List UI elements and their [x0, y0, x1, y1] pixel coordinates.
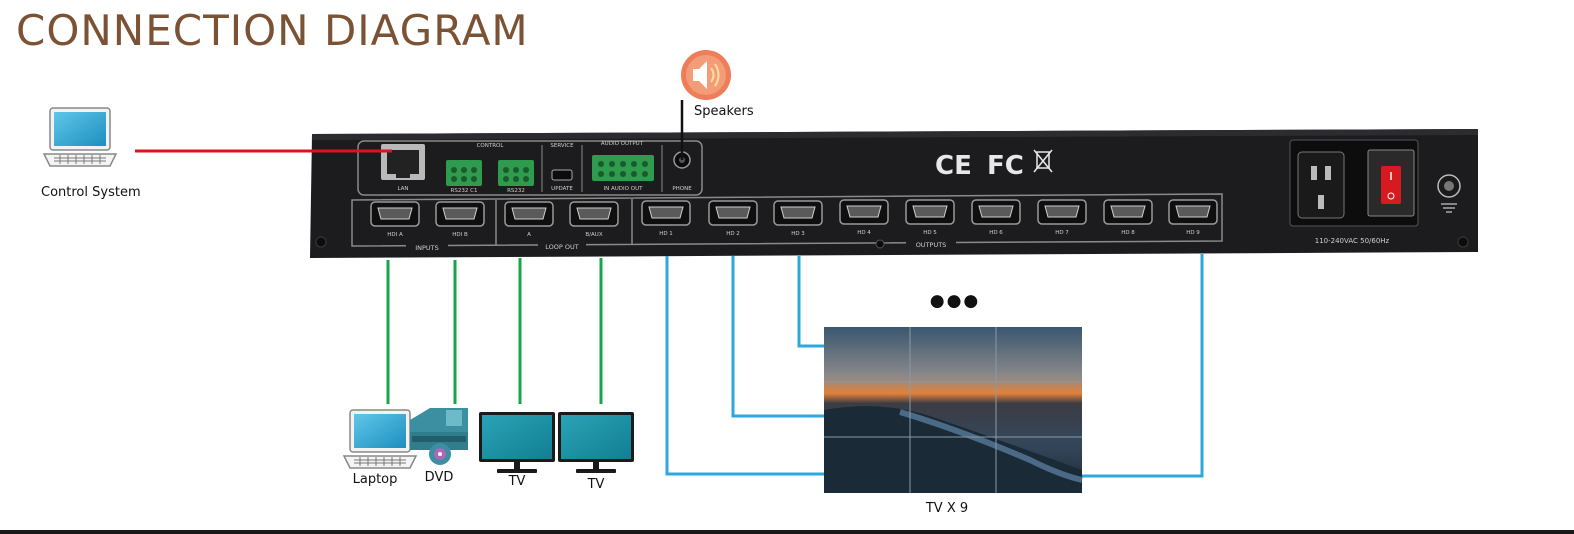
- matrix-switcher: LAN RS232 C1 RS232 UPDATE IN AUDIO OUT P…: [310, 129, 1478, 258]
- control-caption: CONTROL: [477, 143, 505, 149]
- hdmi-port-outputs-1[interactable]: [641, 200, 691, 226]
- control-panel-frame: [357, 140, 703, 196]
- hdmi-port-outputs-8[interactable]: [1103, 199, 1153, 225]
- speakers-label: Speakers: [694, 104, 754, 119]
- power-rating-label: 110-240VAC 50/60Hz: [1315, 237, 1390, 245]
- hdmi-port-outputs-7[interactable]: [1037, 199, 1087, 225]
- bottom-divider: [0, 530, 1574, 534]
- output-cables: [665, 254, 1204, 478]
- hdmi-port-outputs-3[interactable]: [773, 200, 823, 226]
- phone-caption: PHONE: [672, 186, 692, 192]
- power-switch[interactable]: [1367, 149, 1415, 217]
- rs232c1-caption: RS232 C1: [451, 188, 478, 194]
- control-system-label: Control System: [41, 185, 141, 200]
- audio-output-terminal[interactable]: [592, 155, 654, 181]
- hdmi-port-outputs-6[interactable]: [971, 199, 1021, 225]
- hdmi-port-outputs-2[interactable]: [708, 200, 758, 226]
- hdmi-port-inputs-2[interactable]: [435, 201, 485, 227]
- tv-1-icon: [479, 412, 555, 473]
- update-caption: UPDATE: [551, 186, 573, 192]
- hdmi-caption-outputs-8: HD 8: [1121, 230, 1135, 236]
- hdmi-caption-outputs-2: HD 2: [726, 231, 740, 237]
- page-title: CONNECTION DIAGRAM: [16, 6, 529, 55]
- hdmi-port-loop-out-2[interactable]: [569, 201, 619, 227]
- service-caption: SERVICE: [550, 143, 574, 149]
- rs232-terminal-1[interactable]: [446, 160, 482, 186]
- hdmi-port-outputs-5[interactable]: [905, 199, 955, 225]
- port-panel-frame: [351, 193, 1223, 247]
- lan-caption: LAN: [397, 186, 408, 192]
- hdmi-port-outputs-9[interactable]: [1168, 199, 1218, 225]
- hdmi-caption-outputs-9: HD 9: [1186, 230, 1200, 236]
- dvd-label: DVD: [424, 470, 454, 485]
- input-cables: [386, 258, 603, 404]
- fc-mark: FC: [987, 151, 1024, 181]
- laptop-icon: [343, 409, 417, 469]
- video-wall: [824, 327, 1083, 493]
- tv-1-label: TV: [508, 474, 526, 489]
- ce-mark: CE: [935, 151, 972, 181]
- hdmi-caption-outputs-1: HD 1: [659, 231, 673, 237]
- hdmi-caption-outputs-4: HD 4: [857, 230, 871, 236]
- hdmi-caption-loop-out-1: A: [527, 232, 531, 238]
- audio-output-caption: AUDIO OUTPUT: [601, 141, 644, 147]
- hdmi-port-outputs-4[interactable]: [839, 199, 889, 225]
- hdmi-caption-outputs-6: HD 6: [989, 230, 1003, 236]
- hdmi-caption-outputs-3: HD 3: [791, 231, 805, 237]
- tv-2-icon: [558, 412, 634, 473]
- lan-port[interactable]: [381, 144, 425, 180]
- update-port[interactable]: [551, 169, 573, 181]
- hdmi-caption-inputs-2: HDI B: [452, 232, 468, 238]
- hdmi-caption-loop-out-2: B/AUX: [585, 232, 602, 238]
- laptop-label: Laptop: [352, 472, 398, 487]
- outputs-label: OUTPUTS: [916, 241, 947, 249]
- hdmi-caption-inputs-1: HDI A: [387, 232, 403, 238]
- audio-out-caption: IN AUDIO OUT: [604, 186, 644, 192]
- video-wall-label: TV X 9: [925, 501, 969, 516]
- loop-out-label: LOOP OUT: [545, 243, 578, 251]
- hdmi-port-inputs-1[interactable]: [370, 201, 420, 227]
- ground-terminal[interactable]: [1437, 174, 1461, 213]
- inputs-label: INPUTS: [415, 244, 439, 252]
- hdmi-port-loop-out-1[interactable]: [504, 201, 554, 227]
- rs232-terminal-2[interactable]: [498, 160, 534, 186]
- control-system-laptop-icon: [43, 107, 117, 167]
- hdmi-caption-outputs-7: HD 7: [1055, 230, 1069, 236]
- rs232-caption: RS232: [507, 188, 525, 194]
- more-displays-ellipsis: ●●●: [929, 291, 981, 311]
- dvd-icon: [410, 408, 468, 465]
- hdmi-caption-outputs-5: HD 5: [923, 230, 937, 236]
- weee-icon: [1033, 149, 1053, 173]
- speaker-icon: [681, 50, 731, 100]
- tv-2-label: TV: [587, 477, 605, 492]
